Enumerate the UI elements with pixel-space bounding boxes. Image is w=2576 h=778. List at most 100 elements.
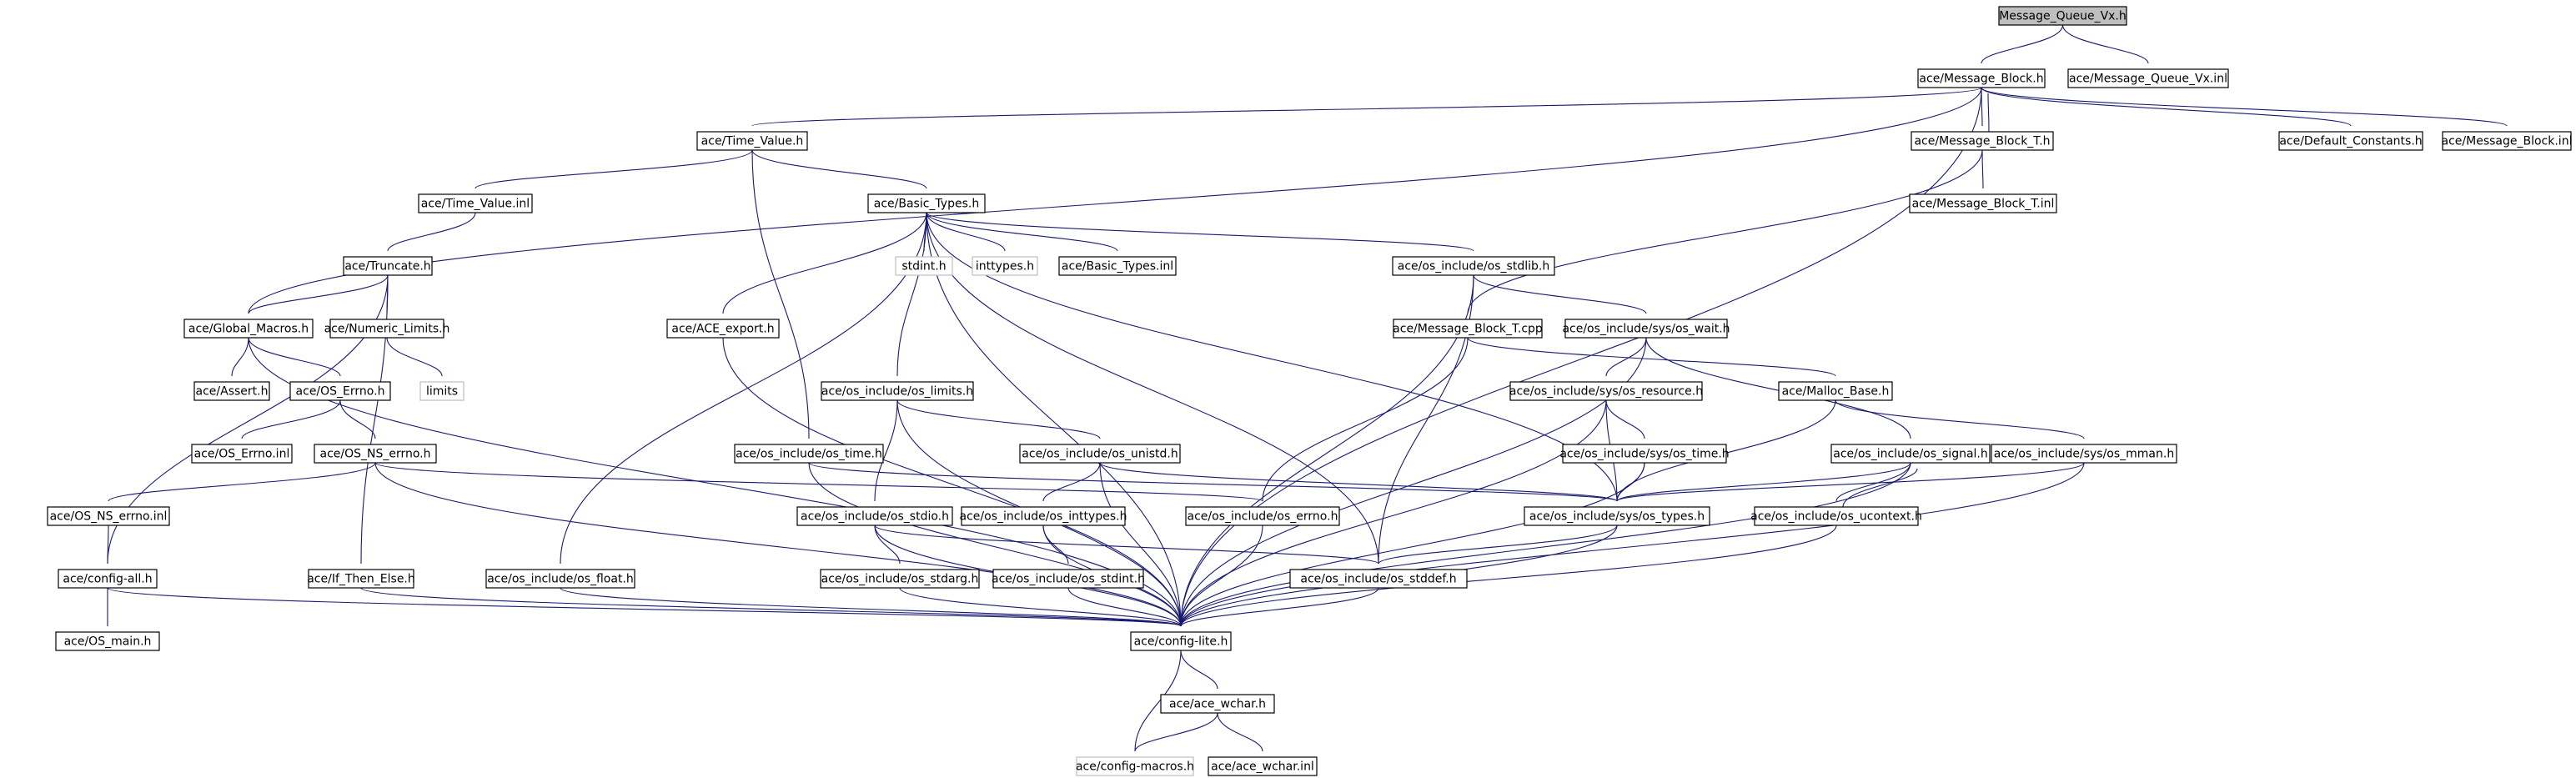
node-box[interactable] <box>1911 131 2054 151</box>
node-box[interactable] <box>1076 756 1194 776</box>
node-ca[interactable]: ace/config-all.h <box>58 569 158 589</box>
node-box[interactable] <box>1058 256 1177 276</box>
node-box[interactable] <box>55 631 160 651</box>
node-errno[interactable]: ace/os_include/os_errno.h <box>1185 506 1340 526</box>
node-sint[interactable]: ace/os_include/os_stdint.h <box>992 569 1145 589</box>
node-box[interactable] <box>1998 6 2127 26</box>
node-box[interactable] <box>2067 68 2229 88</box>
node-box[interactable] <box>961 506 1126 526</box>
node-uctx[interactable]: ace/os_include/os_ucontext.h <box>1750 506 1922 526</box>
node-mman[interactable]: ace/os_include/sys/os_mman.h <box>1991 444 2177 464</box>
node-osmain[interactable]: ace/OS_main.h <box>55 631 160 651</box>
node-oe[interactable]: ace/OS_Errno.h <box>289 381 391 401</box>
node-stdio[interactable]: ace/os_include/os_stdio.h <box>796 506 953 526</box>
node-box[interactable] <box>191 444 293 464</box>
node-box[interactable] <box>1778 381 1893 401</box>
node-mbtcpp[interactable]: ace/Message_Block_T.cpp <box>1393 319 1543 339</box>
node-box[interactable] <box>821 381 974 401</box>
node-as[interactable]: ace/Assert.h <box>193 381 270 401</box>
node-box[interactable] <box>1509 381 1703 401</box>
node-box[interactable] <box>666 319 780 339</box>
node-box[interactable] <box>418 193 533 213</box>
node-limits[interactable]: ace/os_include/os_limits.h <box>821 381 974 401</box>
node-wchar[interactable]: ace/ace_wchar.h <box>1160 694 1275 714</box>
node-box[interactable] <box>992 569 1144 589</box>
node-box[interactable] <box>1392 256 1555 276</box>
node-ite[interactable]: ace/If_Then_Else.h <box>307 569 415 589</box>
node-box[interactable] <box>1991 444 2177 464</box>
node-mbinl[interactable]: ace/Message_Block.inl <box>2442 131 2573 151</box>
node-box[interactable] <box>289 381 391 401</box>
node-mbtinl[interactable]: ace/Message_Block_T.inl <box>1909 193 2057 213</box>
node-box[interactable] <box>2442 131 2572 151</box>
node-box[interactable] <box>796 506 953 526</box>
node-box[interactable] <box>820 569 980 589</box>
node-box[interactable] <box>1909 193 2057 213</box>
node-box[interactable] <box>1564 319 1728 339</box>
node-box[interactable] <box>734 444 884 464</box>
node-box[interactable] <box>419 381 464 401</box>
node-wcharinl[interactable]: ace/ace_wchar.inl <box>1208 756 1318 776</box>
node-types[interactable]: ace/os_include/sys/os_types.h <box>1524 506 1710 526</box>
node-res[interactable]: ace/os_include/sys/os_resource.h <box>1509 381 1703 401</box>
node-box[interactable] <box>314 444 437 464</box>
node-mqvx[interactable]: Message_Queue_Vx.h <box>1998 6 2127 26</box>
node-oeinl[interactable]: ace/OS_Errno.inl <box>191 444 293 464</box>
node-mb[interactable]: ace/Message_Block.h <box>1917 68 2046 88</box>
node-mqvxinl[interactable]: ace/Message_Queue_Vx.inl <box>2067 68 2229 88</box>
node-box[interactable] <box>696 131 808 151</box>
node-inttypes[interactable]: inttypes.h <box>972 256 1038 276</box>
node-tr[interactable]: ace/Truncate.h <box>343 256 433 276</box>
node-dc[interactable]: ace/Default_Constants.h <box>2278 131 2423 151</box>
node-gm[interactable]: ace/Global_Macros.h <box>183 319 314 339</box>
node-box[interactable] <box>1562 444 1727 464</box>
node-box[interactable] <box>308 569 414 589</box>
node-box[interactable] <box>1917 68 2046 88</box>
node-sig[interactable]: ace/os_include/os_signal.h <box>1830 444 1991 464</box>
node-box[interactable] <box>1160 694 1275 714</box>
node-ae[interactable]: ace/ACE_export.h <box>666 319 780 339</box>
node-box[interactable] <box>1130 631 1232 651</box>
node-box[interactable] <box>1289 569 1468 589</box>
node-mbt[interactable]: ace/Message_Block_T.h <box>1911 131 2054 151</box>
node-tv[interactable]: ace/Time_Value.h <box>696 131 808 151</box>
node-box[interactable] <box>1185 506 1340 526</box>
node-box[interactable] <box>329 319 444 339</box>
node-box[interactable] <box>193 381 270 401</box>
node-intt[interactable]: ace/os_include/os_inttypes.h <box>960 506 1127 526</box>
node-btinl[interactable]: ace/Basic_Types.inl <box>1058 256 1177 276</box>
node-stime[interactable]: ace/os_include/sys/os_time.h <box>1559 444 1730 464</box>
node-box[interactable] <box>2278 131 2423 151</box>
node-tvinl[interactable]: ace/Time_Value.inl <box>418 193 533 213</box>
node-box[interactable] <box>58 569 158 589</box>
node-stdint[interactable]: stdint.h <box>895 256 953 276</box>
node-box[interactable] <box>895 256 953 276</box>
node-nseinl[interactable]: ace/OS_NS_errno.inl <box>47 506 170 526</box>
node-bt[interactable]: ace/Basic_Types.h <box>867 193 986 213</box>
node-box[interactable] <box>485 569 635 589</box>
node-box[interactable] <box>1019 444 1181 464</box>
node-cl[interactable]: ace/config-lite.h <box>1130 631 1232 651</box>
node-nl[interactable]: ace/Numeric_Limits.h <box>324 319 450 339</box>
node-box[interactable] <box>183 319 314 339</box>
node-box[interactable] <box>1830 444 1991 464</box>
node-mbase[interactable]: ace/Malloc_Base.h <box>1778 381 1893 401</box>
node-box[interactable] <box>867 193 986 213</box>
node-float[interactable]: ace/os_include/os_float.h <box>485 569 635 589</box>
node-unistd[interactable]: ace/os_include/os_unistd.h <box>1019 444 1181 464</box>
node-box[interactable] <box>1754 506 1919 526</box>
node-time[interactable]: ace/os_include/os_time.h <box>734 444 884 464</box>
node-box[interactable] <box>972 256 1038 276</box>
node-cm[interactable]: ace/config-macros.h <box>1076 756 1194 776</box>
node-box[interactable] <box>1208 756 1318 776</box>
node-box[interactable] <box>1524 506 1710 526</box>
node-nse[interactable]: ace/OS_NS_errno.h <box>314 444 437 464</box>
node-box[interactable] <box>47 506 170 526</box>
node-stdarg[interactable]: ace/os_include/os_stdarg.h <box>820 569 980 589</box>
node-box[interactable] <box>343 256 433 276</box>
node-box[interactable] <box>1393 319 1543 339</box>
node-stddef[interactable]: ace/os_include/os_stddef.h <box>1289 569 1468 589</box>
node-stdlib[interactable]: ace/os_include/os_stdlib.h <box>1392 256 1555 276</box>
node-wait[interactable]: ace/os_include/sys/os_wait.h <box>1562 319 1730 339</box>
node-lim[interactable]: limits <box>419 381 464 401</box>
